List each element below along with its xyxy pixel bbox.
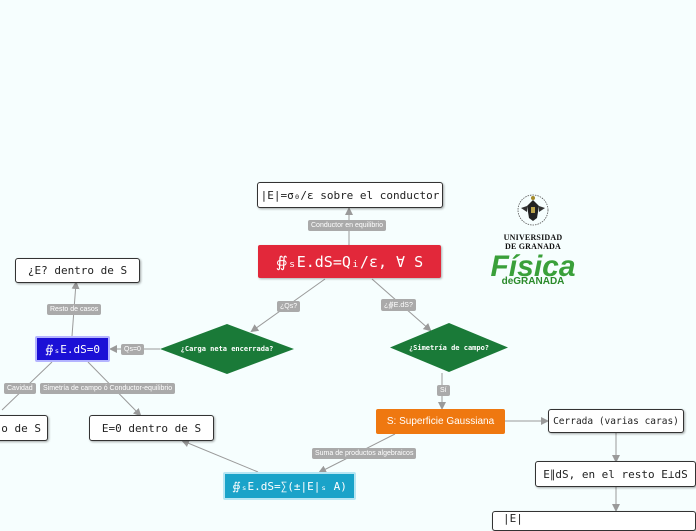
- parallel-rule-node[interactable]: E∥dS, en el resto E⊥dS: [535, 461, 696, 487]
- logo-fisica: Física: [490, 250, 576, 283]
- charge-question-diamond[interactable]: ¿Carga neta encerrada?: [160, 324, 294, 374]
- label-resto-casos: Resto de casos: [47, 304, 102, 315]
- label-si: Sí: [437, 385, 450, 396]
- symmetry-question-diamond[interactable]: ¿Simetría de campo?: [390, 323, 508, 372]
- label-qs-zero: Qs=0: [121, 344, 144, 355]
- logo-degranada: deGRANADA: [501, 276, 565, 287]
- diamond-shape-charge: [160, 324, 294, 374]
- symmetry-question-text: ¿Simetría de campo?: [408, 343, 490, 352]
- label-simetria-conductor: Simetría de campo ó Conductor-equilibrio: [40, 383, 176, 394]
- ugr-crest-icon: [517, 194, 549, 226]
- label-suma-productos: Suma de productos algebraicos: [312, 448, 417, 459]
- label-conductor-equilibrio: Conductor en equilibrio: [308, 220, 386, 231]
- left-cut-node[interactable]: o de S: [0, 415, 48, 441]
- label-qs: ¿Qs?: [277, 301, 301, 312]
- logo-de-granada: DE GRANADA: [505, 242, 561, 251]
- charge-question-text: ¿Carga neta encerrada?: [180, 345, 274, 353]
- flux-zero-node[interactable]: ∯ₛE.dS=0: [35, 336, 110, 362]
- gauss-law-node[interactable]: ∯ₛE.dS=Qᵢ/ε, ∀ S: [258, 245, 441, 278]
- logo-universidad: UNIVERSIDAD: [503, 233, 563, 242]
- label-int-eds: ¿∯E.dS?: [381, 299, 416, 311]
- gaussian-surface-node[interactable]: S: Superficie Gaussiana: [376, 409, 505, 434]
- flux-sum-node[interactable]: ∯ₛE.dS=∑(±|E|ₛ A): [223, 472, 356, 500]
- e-inside-question-node[interactable]: ¿E? dentro de S: [15, 258, 140, 283]
- edge-sum-to-ezero: [181, 439, 259, 473]
- diamond-shape-symmetry: [390, 323, 508, 372]
- e-zero-inside-node[interactable]: E=0 dentro de S: [89, 415, 214, 441]
- label-cavidad: Cavidad: [4, 383, 36, 394]
- bottom-cut-node[interactable]: |E|: [492, 511, 696, 531]
- e-on-conductor-node[interactable]: |E|=σ₀/ε sobre el conductor: [257, 182, 443, 208]
- closed-faces-node[interactable]: Cerrada (varias caras): [548, 409, 684, 433]
- ugr-fisica-logo: UNIVERSIDAD DE GRANADA Física deGRANADA: [488, 192, 578, 292]
